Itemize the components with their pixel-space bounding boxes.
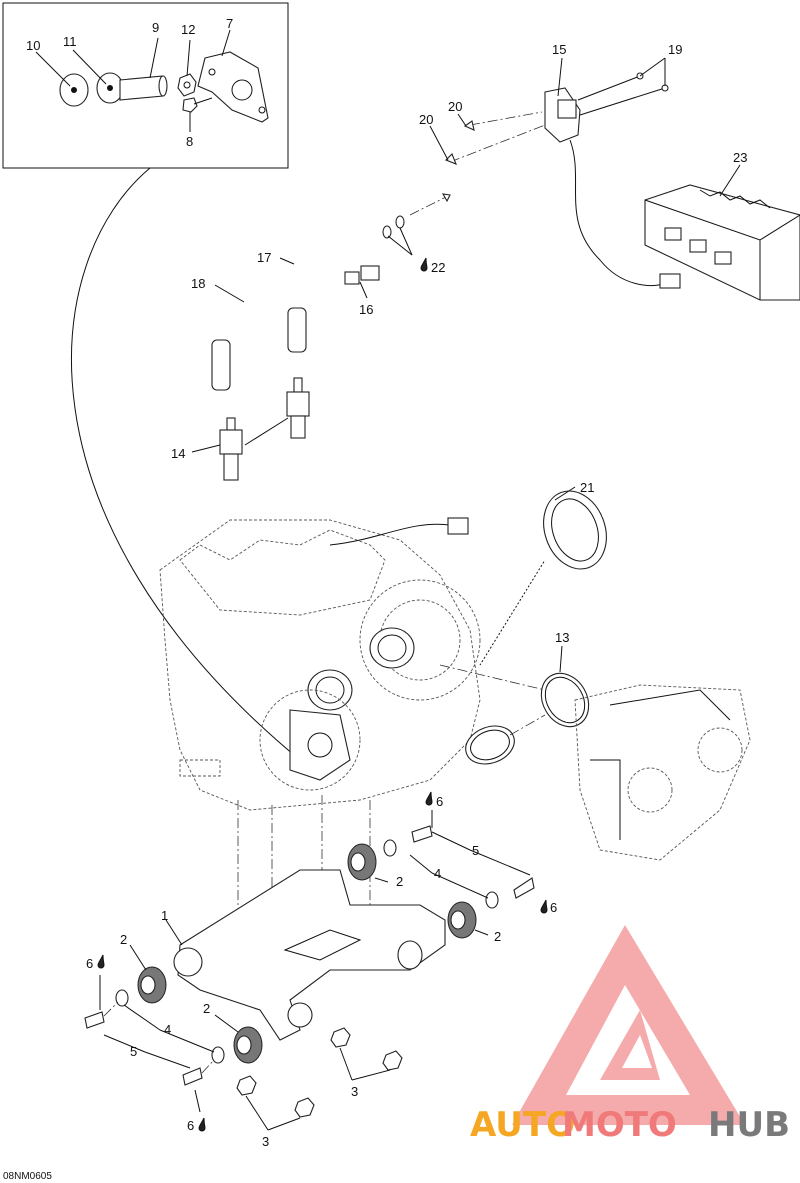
rubber-mounts — [137, 843, 477, 1064]
callout-6a: 6 — [436, 794, 443, 809]
callout-20a: 20 — [448, 99, 462, 114]
ecm-module — [644, 184, 800, 301]
engine-block — [159, 517, 481, 811]
watermark-auto: AUTO — [470, 1105, 575, 1145]
carburetors — [574, 684, 751, 861]
image-code: 08NM0605 — [3, 1171, 52, 1182]
inset-box — [2, 2, 289, 169]
callout-6b: 6 — [550, 900, 557, 915]
callout-6d: 6 — [187, 1118, 194, 1133]
callout-17: 17 — [257, 250, 271, 265]
callout-4b: 4 — [164, 1022, 171, 1037]
callout-1: 1 — [161, 908, 168, 923]
callout-8: 8 — [186, 134, 193, 149]
ignition-coil — [445, 72, 681, 289]
callout-13: 13 — [555, 630, 569, 645]
spark-plugs — [219, 377, 310, 481]
callout-7: 7 — [226, 16, 233, 31]
callout-19: 19 — [668, 42, 682, 57]
callout-6c: 6 — [86, 956, 93, 971]
drop-icon — [425, 791, 433, 806]
callout-23: 23 — [733, 150, 747, 165]
callout-2d: 2 — [203, 1001, 210, 1016]
callout-4a: 4 — [434, 866, 441, 881]
drop-icon — [97, 954, 105, 969]
callout-5b: 5 — [130, 1044, 137, 1059]
drop-icon — [540, 899, 548, 914]
callout-14: 14 — [171, 446, 185, 461]
drop-icon — [420, 257, 428, 272]
callout-16: 16 — [359, 302, 373, 317]
drop-icon — [198, 1117, 206, 1132]
callout-3b: 3 — [262, 1134, 269, 1149]
nuts-3 — [236, 1027, 403, 1118]
callout-20b: 20 — [419, 112, 433, 127]
detail-arc — [71, 167, 301, 761]
callout-18: 18 — [191, 276, 205, 291]
callout-21: 21 — [580, 480, 594, 495]
callout-10: 10 — [26, 38, 40, 53]
callout-9: 9 — [152, 20, 159, 35]
callout-labels: 10 11 9 12 7 8 15 19 20 20 23 17 18 22 1… — [26, 16, 747, 1149]
bolts-washers — [84, 825, 535, 1086]
watermark-moto: MOTO — [562, 1105, 677, 1145]
clamps-13 — [439, 664, 590, 765]
strap-21 — [477, 490, 607, 667]
watermark-logo — [512, 925, 745, 1125]
callout-15: 15 — [552, 42, 566, 57]
spark-plug-wires — [209, 193, 451, 391]
watermark-hub: HUB — [708, 1105, 790, 1145]
leader-lines — [99, 57, 741, 1131]
callout-5a: 5 — [472, 843, 479, 858]
callout-11: 11 — [63, 34, 77, 49]
callout-2c: 2 — [120, 932, 127, 947]
lubricant-drop-icons — [97, 257, 548, 1132]
callout-22: 22 — [431, 260, 445, 275]
callout-2b: 2 — [494, 929, 501, 944]
engine-mount-bracket — [173, 869, 446, 1041]
watermark-text: AUTO MOTO HUB — [470, 1105, 790, 1145]
callout-2a: 2 — [396, 874, 403, 889]
connector-16 — [344, 265, 380, 285]
callout-3a: 3 — [351, 1084, 358, 1099]
callout-12: 12 — [181, 22, 195, 37]
